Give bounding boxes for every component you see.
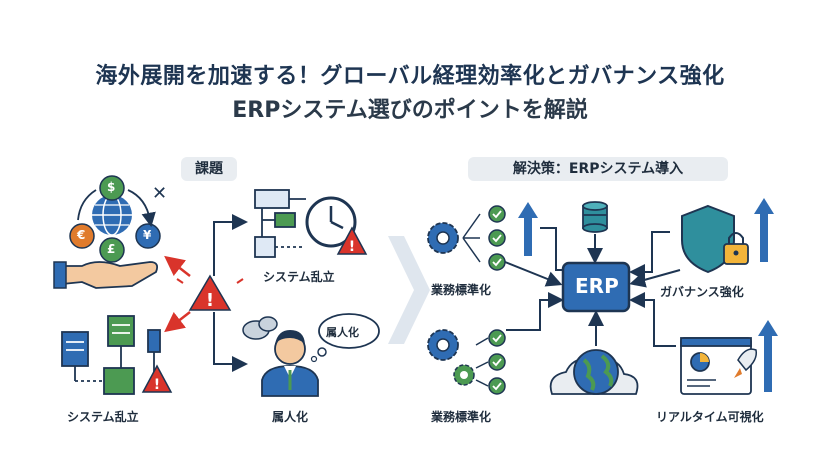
up-arrow-icon-left — [518, 202, 538, 256]
svg-text:!: ! — [154, 377, 160, 393]
system-chart-icon — [254, 189, 306, 258]
label-system-sprawl-top: システム乱立 — [263, 270, 335, 284]
warning-icon-center: ! — [176, 274, 244, 311]
rocket-icon — [734, 348, 758, 378]
up-arrow-icon-right-bottom — [758, 320, 778, 392]
thought-bubble-icon — [310, 313, 380, 363]
check-list-top — [462, 205, 506, 271]
shield-lock-icon — [681, 204, 749, 274]
person-icon — [261, 330, 319, 397]
gear-icon-bottom — [427, 329, 475, 386]
warning-icon-bottom: ! — [141, 364, 173, 393]
label-standardization-bottom: 業務標準化 — [431, 410, 492, 424]
label-key-person: 属人化 — [272, 410, 309, 424]
svg-text:!: ! — [206, 290, 214, 311]
right-heading: 解決策：ERPシステム導入 — [468, 157, 728, 181]
hand-icon — [61, 261, 159, 289]
euro-symbol: € — [77, 228, 86, 242]
label-standardization-top: 業務標準化 — [431, 283, 492, 297]
close-mark: ✕ — [152, 183, 168, 204]
page-title: 海外展開を加速する！グローバル経理効率化とガバナンス強化 — [95, 64, 725, 89]
thought-bubble-label: 属人化 — [326, 326, 359, 339]
left-heading: 課題 — [181, 157, 237, 181]
currency-cycle-icon — [69, 175, 161, 263]
svg-text:!: ! — [349, 239, 355, 255]
check-list-bottom — [475, 329, 506, 395]
dashboard-icon — [680, 337, 752, 395]
globe-cloud-icon — [549, 349, 639, 395]
up-arrow-icon-right-top — [754, 198, 774, 262]
documents-icon — [61, 315, 161, 395]
pound-symbol: £ — [107, 242, 116, 256]
gear-icon-top — [427, 222, 459, 254]
erp-label: ERP — [575, 274, 619, 298]
label-governance: ガバナンス強化 — [660, 285, 744, 299]
page-subtitle: ERPシステム選びのポイントを解説 — [232, 98, 588, 123]
clock-icon — [305, 196, 357, 248]
warning-icon-top: ! — [336, 226, 368, 255]
label-realtime-visibility: リアルタイム可視化 — [656, 410, 764, 424]
dollar-symbol: $ — [107, 180, 116, 194]
database-icon — [582, 201, 608, 233]
yen-symbol: ¥ — [143, 228, 152, 242]
transition-chevron — [388, 236, 430, 344]
cloud-icon — [242, 316, 278, 340]
label-system-sprawl-bottom: システム乱立 — [67, 410, 139, 424]
